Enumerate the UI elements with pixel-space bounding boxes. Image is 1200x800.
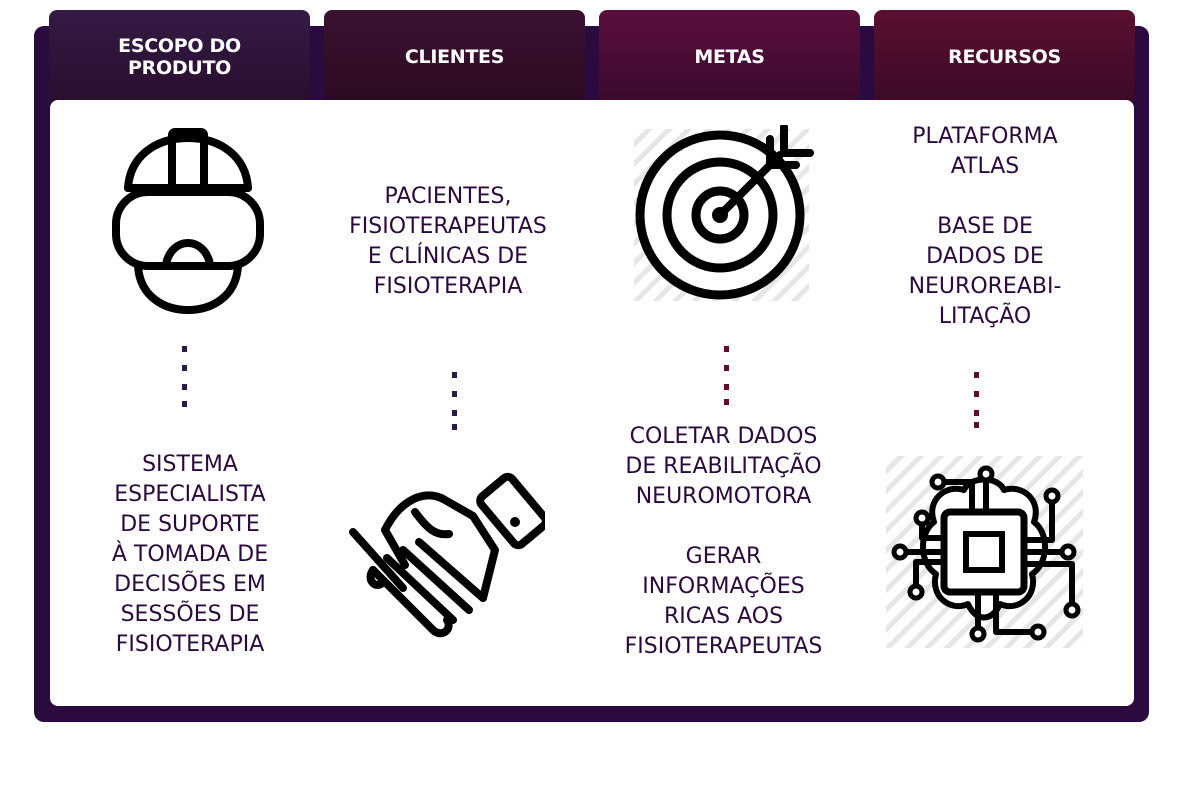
brain-chip-icon	[886, 456, 1083, 648]
connector-dots-2	[450, 372, 460, 439]
target-arrow-icon	[634, 125, 814, 301]
header-clientes: CLIENTES	[324, 10, 585, 103]
description-clientes: PACIENTES, FISIOTERAPEUTAS E CLÍNICAS DE…	[349, 184, 547, 299]
description-metas: COLETAR DADOS DE REABILITAÇÃO NEUROMOTOR…	[624, 424, 823, 659]
header-recursos: RECURSOS	[874, 10, 1135, 103]
header-metas: METAS	[599, 10, 860, 103]
connector-dots-4	[972, 372, 982, 439]
header-escopo-do-produto: ESCOPO DO PRODUTO	[49, 10, 310, 103]
connector-dots-1	[180, 346, 190, 413]
description-recursos: PLATAFORMA ATLAS BASE DE DADOS DE NEUROR…	[908, 124, 1062, 329]
handshake-icon	[349, 472, 545, 638]
description-escopo: SISTEMA ESPECIALISTA DE SUPORTE À TOMADA…	[111, 452, 269, 657]
connector-dots-3	[722, 346, 732, 413]
vr-headset-person-icon	[112, 128, 264, 314]
